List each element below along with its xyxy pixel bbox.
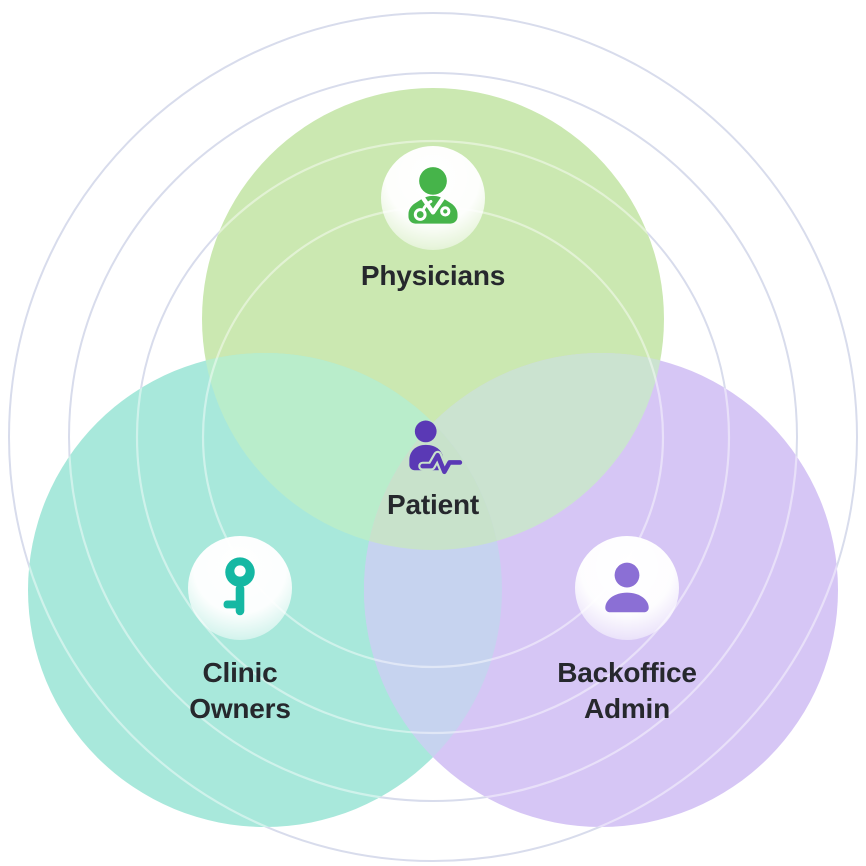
stethoscope-ring — [440, 206, 451, 217]
stethoscope-tube — [421, 199, 433, 212]
key-icon — [223, 557, 255, 616]
backoffice-admin-label: Backoffice Admin — [557, 657, 697, 724]
key-hole — [234, 565, 246, 577]
physicians-badge — [381, 146, 485, 250]
physician-icon — [408, 167, 458, 224]
pulse-line — [420, 452, 463, 475]
physicians-label: Physicians — [360, 260, 506, 291]
clinic-owners-label: Clinic Owners — [189, 657, 291, 724]
person-icon — [605, 562, 649, 613]
backoffice-admin-badge — [575, 536, 679, 640]
stethoscope-bell — [413, 208, 427, 221]
overlap-physicians-clinic — [202, 353, 502, 550]
overlap-physicians-admin — [364, 353, 664, 550]
patient-label: Patient — [387, 489, 479, 520]
clinic-owners-badge — [188, 536, 292, 640]
patient-icon — [405, 420, 465, 478]
